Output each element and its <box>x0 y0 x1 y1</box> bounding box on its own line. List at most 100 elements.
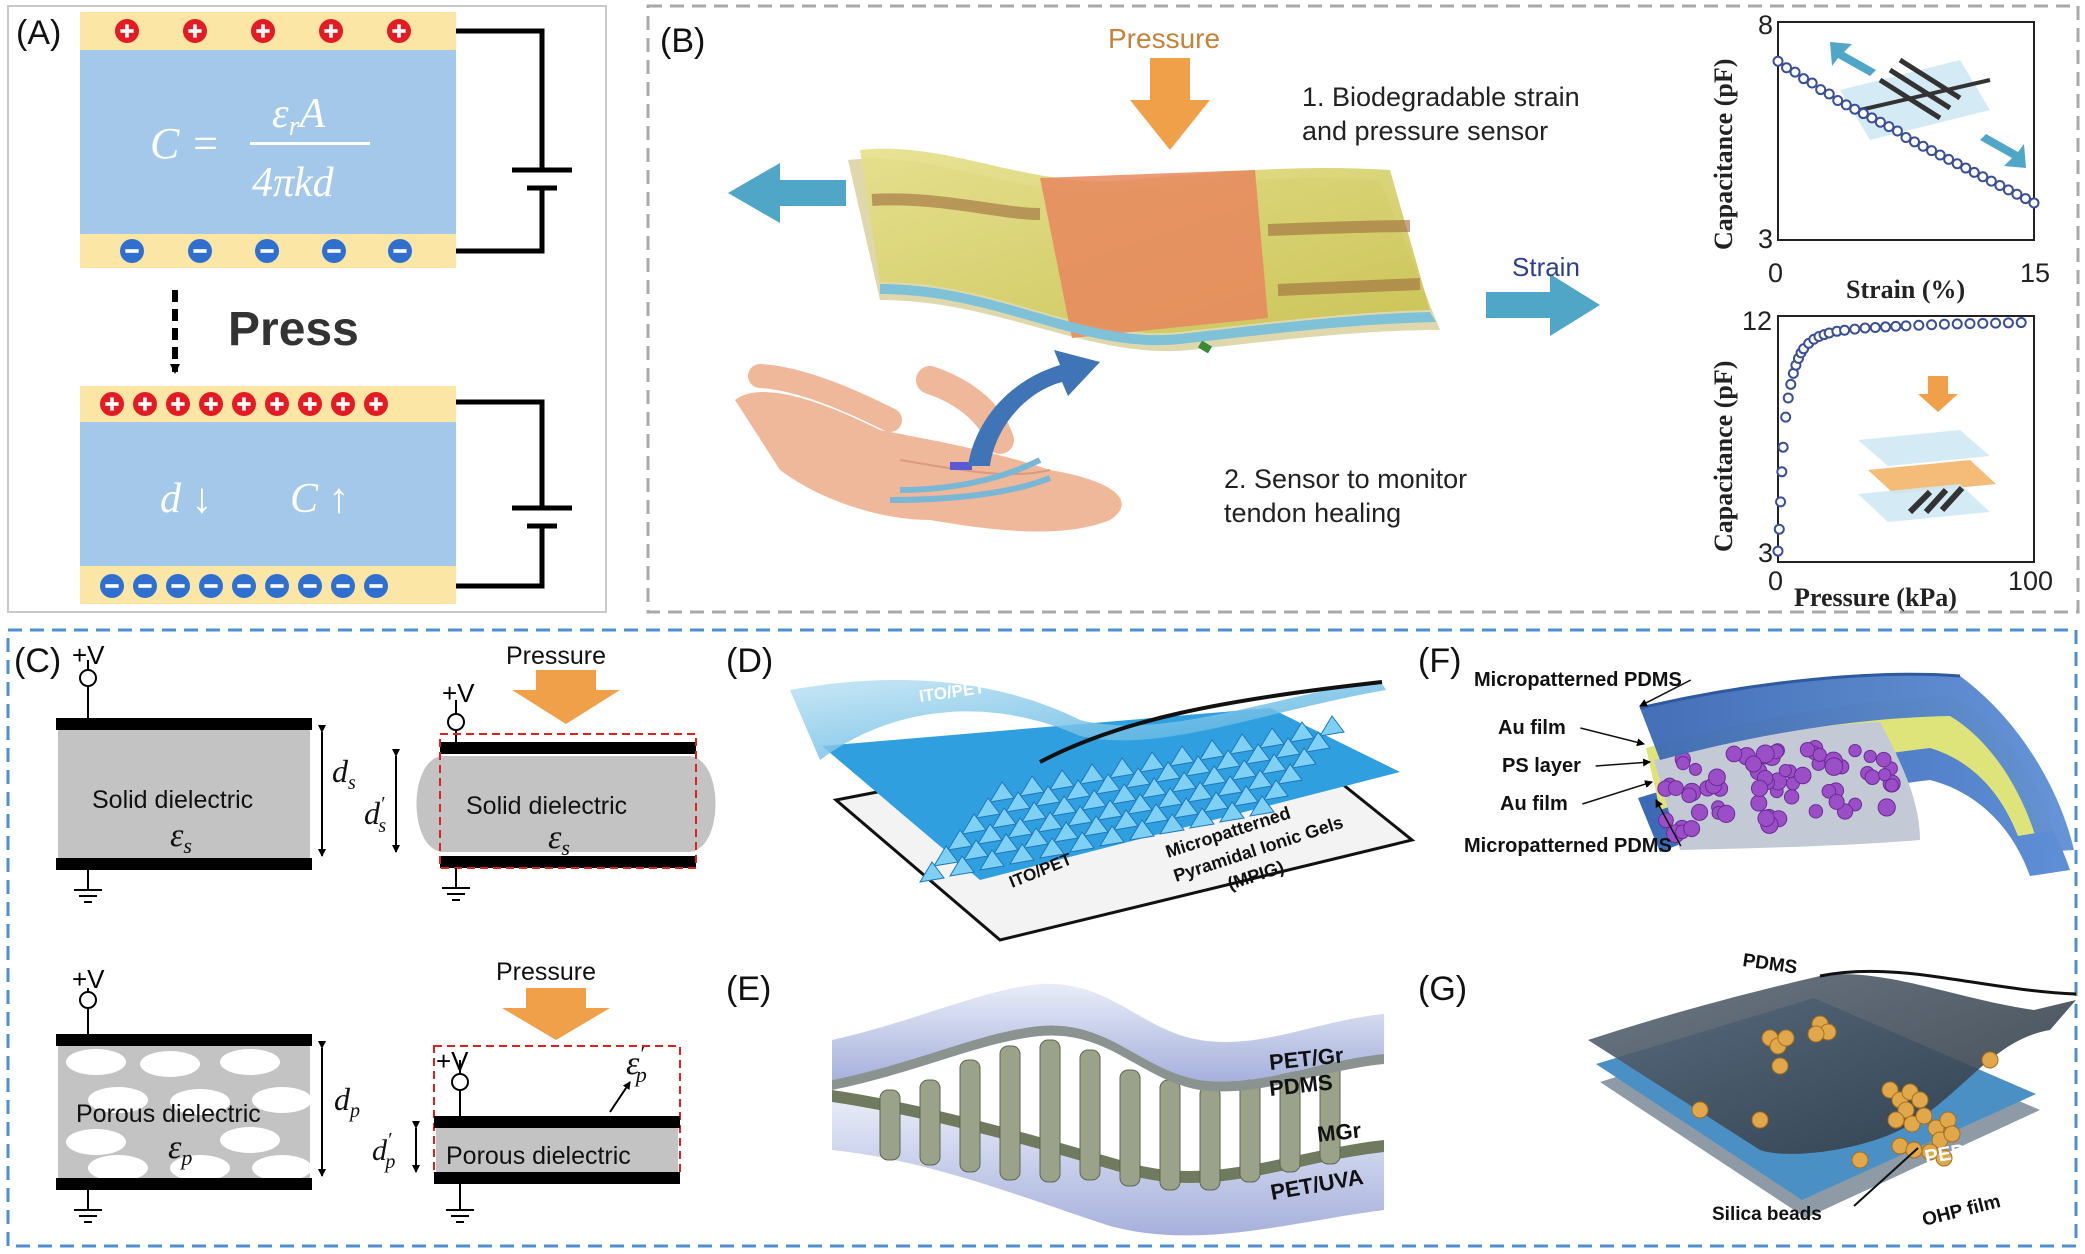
f-pointer-0 <box>1639 679 1692 707</box>
pyramid <box>1305 731 1331 753</box>
ps-particle <box>1828 793 1845 810</box>
f-pointer-4 <box>1655 799 1682 847</box>
strain-label: Strain <box>1512 252 1580 282</box>
pyramid <box>1065 779 1091 801</box>
ps-particle <box>1875 751 1892 768</box>
panel-g: (G) PDMS PEDOT:PSS Silica beads OHP film <box>1418 950 2077 1231</box>
silica-bead-3 <box>1771 1057 1789 1075</box>
c-solid-compressed: Pressure +V Solid dielectric εs d′s <box>364 642 716 901</box>
data-point <box>1891 125 1903 137</box>
data-point <box>1934 149 1946 161</box>
pyramid <box>1203 791 1229 813</box>
data-point <box>1960 162 1972 174</box>
pyramid <box>1219 801 1245 823</box>
pillar-7 <box>1159 1079 1181 1191</box>
positive-charge-6 <box>298 392 322 416</box>
e-mgr: MGr <box>1316 1117 1363 1147</box>
silica-bead-23 <box>1691 1101 1709 1119</box>
c-increase-label: C ↑ <box>290 476 350 522</box>
pyramid <box>963 839 989 861</box>
c4-eps-label: ε′p <box>626 1043 647 1087</box>
data-point <box>1849 103 1861 115</box>
data-point <box>1815 84 1827 96</box>
silica-bead-18 <box>1943 1125 1961 1143</box>
silica-bead-10 <box>1911 1091 1929 1109</box>
pressure-chart-ylabel: Capacitance (pF) <box>1709 361 1738 552</box>
pore-8 <box>88 1155 148 1181</box>
strain-chart-ylabel: Capacitance (pF) <box>1709 59 1738 250</box>
f-label-1: Au film <box>1498 717 1566 739</box>
ps-particle <box>1793 766 1812 785</box>
pyramid <box>1141 777 1167 799</box>
c2-d-label: d′s <box>364 793 386 837</box>
item2-line2: tendon healing <box>1224 498 1401 528</box>
bottom-positive-charges <box>100 392 388 416</box>
pyramid <box>975 797 1001 819</box>
bottom-dielectric <box>80 422 456 566</box>
pressure-chart-ytick-bottom: 3 <box>1758 538 1773 568</box>
pyramid <box>1189 807 1215 829</box>
data-point <box>1857 108 1869 120</box>
ps-particle <box>1676 756 1691 771</box>
pyramid <box>1187 781 1213 803</box>
pyramid <box>1201 765 1227 787</box>
data-point <box>1859 322 1871 334</box>
pyramid <box>1185 755 1211 777</box>
pore-5 <box>252 1087 312 1113</box>
pyramid <box>1053 821 1079 843</box>
c2-eps-label: εs <box>548 819 570 860</box>
pyramid <box>1007 817 1033 839</box>
pyramid <box>1169 745 1195 767</box>
pyramid <box>1229 733 1255 755</box>
data-point <box>1777 441 1789 453</box>
ps-particle <box>1683 820 1701 838</box>
c4-pressure-arrow <box>502 988 610 1040</box>
c-porous-compressed: Pressure +V Porous dielectric ε′p d′p <box>372 958 681 1223</box>
data-point <box>1913 319 1925 331</box>
pyramid <box>1037 811 1063 833</box>
negative-charge-0 <box>120 239 144 263</box>
g-pdms-label: PDMS <box>1741 950 1798 978</box>
pore-0 <box>66 1049 126 1075</box>
pyramid <box>1249 795 1275 817</box>
data-point <box>1926 145 1938 157</box>
ps-particle <box>1750 779 1769 797</box>
data-point <box>1943 153 1955 165</box>
ps-particle <box>1690 803 1709 821</box>
positive-charge-1 <box>183 19 207 43</box>
data-point <box>1772 55 1784 67</box>
pyramid <box>1247 769 1273 791</box>
strain-chart: 8 3 0 15 Strain (%) Capacitance (pF) <box>1709 10 2050 304</box>
negative-charge-0 <box>100 574 124 598</box>
f-pointer-3 <box>1582 780 1653 805</box>
data-point <box>1823 88 1835 100</box>
c2-pressure-arrow <box>512 670 620 724</box>
pyramid <box>1289 721 1315 743</box>
formula-denominator: 4πkd <box>252 160 335 206</box>
panel-a: (A) C = εrA 4πkd Press d ↓ C ↑ <box>7 5 607 613</box>
d-decrease-label: d ↓ <box>160 476 213 522</box>
e-mgr-layer <box>832 1090 1384 1183</box>
negative-charge-8 <box>364 574 388 598</box>
pressure-label: Pressure <box>1108 23 1220 54</box>
formula-numerator: εrA <box>272 91 325 142</box>
ps-particle <box>1863 749 1877 763</box>
data-point <box>1926 319 1938 331</box>
data-point <box>1806 77 1818 89</box>
positive-charge-2 <box>251 19 275 43</box>
d-black-electrode <box>1039 680 1383 764</box>
pressure-chart-xlabel: Pressure (kPa) <box>1794 583 1957 612</box>
bottom-negative-charges <box>100 574 388 598</box>
pyramid <box>1021 801 1047 823</box>
d-pyramid-grid <box>919 715 1345 883</box>
positive-charge-3 <box>319 19 343 43</box>
pore-2 <box>220 1049 280 1075</box>
data-point <box>2002 317 2014 329</box>
data-point <box>1938 318 1950 330</box>
negative-charge-3 <box>199 574 223 598</box>
data-point <box>1832 94 1844 106</box>
pyramid <box>1245 743 1271 765</box>
negative-charge-4 <box>232 574 256 598</box>
data-point <box>1798 73 1810 85</box>
pyramid <box>1127 793 1153 815</box>
